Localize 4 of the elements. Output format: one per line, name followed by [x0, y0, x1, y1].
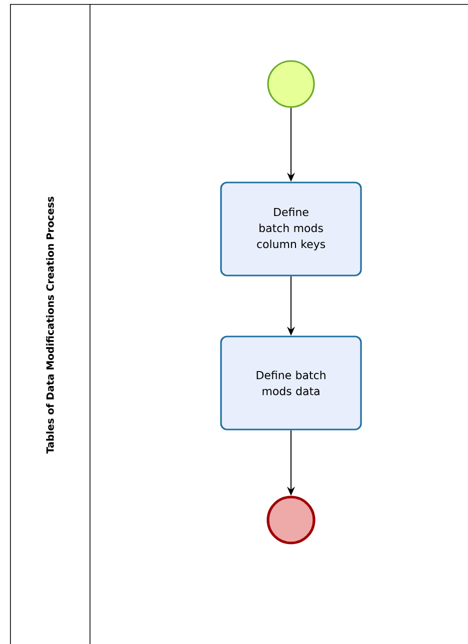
task-box: Define batch mods data	[220, 336, 362, 430]
end-event-circle	[266, 496, 316, 544]
start-event-circle	[267, 60, 315, 108]
task-box: Define batch mods column keys	[220, 182, 362, 276]
